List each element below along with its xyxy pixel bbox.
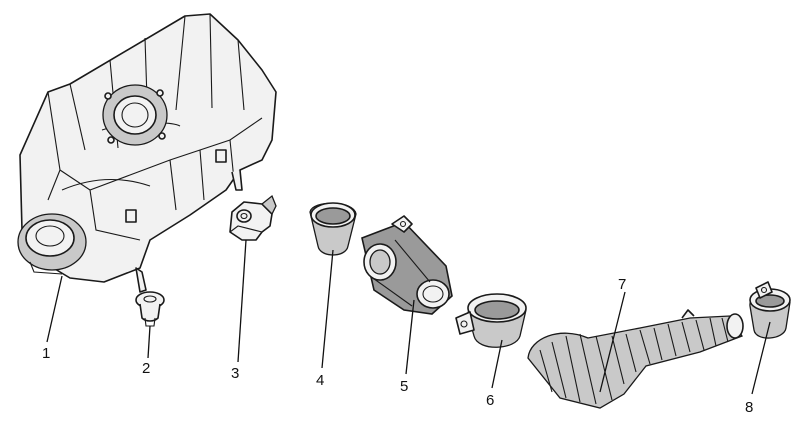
retaining-clip <box>229 194 277 241</box>
leader-line-6 <box>491 339 503 389</box>
callout-3: 3 <box>231 365 239 382</box>
adapter-body <box>361 215 453 315</box>
grommet <box>135 291 165 327</box>
small-hose-clamp <box>749 281 791 339</box>
leader-line-8 <box>751 321 771 395</box>
air-filter-housing <box>17 13 277 293</box>
hose-clamp <box>455 293 527 348</box>
callout-5: 5 <box>400 378 408 395</box>
leader-line-1 <box>46 275 63 343</box>
leader-line-2 <box>147 325 151 359</box>
callout-7: 7 <box>618 276 626 293</box>
callout-1: 1 <box>42 345 50 362</box>
leader-line-3 <box>237 239 247 363</box>
corrugated-hose <box>527 309 744 409</box>
leader-line-7 <box>599 291 626 393</box>
seal-ring <box>309 202 357 256</box>
callout-6: 6 <box>486 392 494 409</box>
callout-4: 4 <box>316 372 324 389</box>
leader-line-5 <box>405 299 415 375</box>
leader-line-4 <box>321 249 334 369</box>
callout-2: 2 <box>142 360 150 377</box>
callout-8: 8 <box>745 399 753 416</box>
